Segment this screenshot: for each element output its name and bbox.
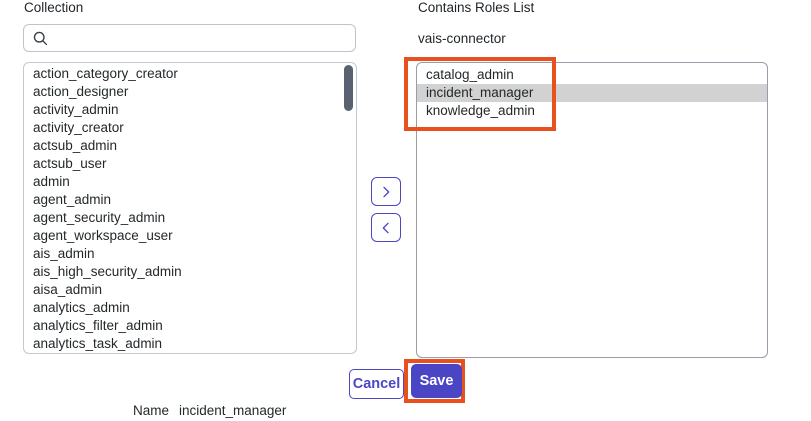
role-option[interactable]: analytics_admin <box>33 300 130 315</box>
scrollbar-thumb[interactable] <box>344 65 353 111</box>
role-option[interactable]: actsub_admin <box>33 138 118 153</box>
role-option[interactable]: knowledge_admin <box>426 103 535 118</box>
name-row: Name incident_manager <box>133 403 286 418</box>
role-option[interactable]: agent_security_admin <box>33 210 166 225</box>
role-option[interactable]: action_category_creator <box>33 66 178 81</box>
role-option[interactable]: activity_admin <box>33 102 119 117</box>
search-icon <box>33 31 48 45</box>
save-button[interactable]: Save <box>411 364 462 398</box>
role-option[interactable]: ais_high_security_admin <box>33 264 182 279</box>
role-option[interactable]: catalog_admin <box>426 67 514 82</box>
scrollbar[interactable] <box>343 64 355 352</box>
role-option[interactable]: analytics_filter_admin <box>33 318 163 333</box>
assigned-roles-list[interactable]: catalog_admin incident_manager knowledge… <box>416 62 768 358</box>
collection-name: vais-connector <box>418 31 506 46</box>
role-option[interactable]: agent_workspace_user <box>33 228 173 243</box>
search-input[interactable] <box>55 30 345 46</box>
role-option[interactable]: aisa_admin <box>33 282 103 297</box>
move-right-button[interactable] <box>371 177 401 206</box>
role-option[interactable]: agent_admin <box>33 192 112 207</box>
role-option[interactable]: activity_creator <box>33 120 124 135</box>
chevron-left-icon <box>382 222 389 233</box>
collection-label: Collection <box>24 0 84 15</box>
name-value: incident_manager <box>179 403 287 418</box>
chevron-right-icon <box>383 186 390 197</box>
cancel-button[interactable]: Cancel <box>349 369 404 399</box>
role-option[interactable]: actsub_user <box>33 156 107 171</box>
move-left-button[interactable] <box>371 213 401 242</box>
role-search-box[interactable] <box>23 24 356 52</box>
role-option[interactable]: analytics_viewer <box>24 353 356 354</box>
role-option[interactable]: admin <box>33 174 70 189</box>
contains-roles-label: Contains Roles List <box>418 0 535 15</box>
role-option[interactable]: ais_admin <box>33 246 95 261</box>
available-roles-list[interactable]: action_category_creator action_designer … <box>23 62 357 354</box>
role-option[interactable]: action_designer <box>33 84 129 99</box>
role-option-selected[interactable]: incident_manager <box>417 84 767 102</box>
role-option[interactable]: analytics_task_admin <box>33 336 163 351</box>
name-label: Name <box>133 403 170 418</box>
